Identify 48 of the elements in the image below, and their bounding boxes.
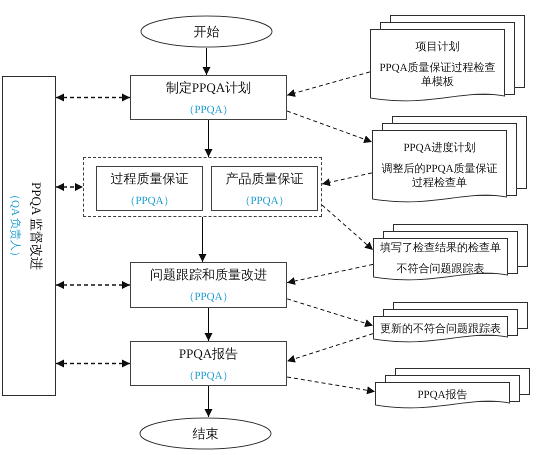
role-label: （PPQA） <box>183 368 234 382</box>
terminal-ellipse <box>140 15 273 48</box>
process-box <box>130 262 287 308</box>
arrow <box>56 281 130 289</box>
role-label: （PPQA） <box>124 194 175 208</box>
arrow <box>322 204 374 250</box>
role-label: （QA 负责人） <box>8 189 22 263</box>
step-label: 过程质量保证 <box>110 170 188 188</box>
arrow <box>202 48 210 76</box>
document-label: 不符合问题跟踪表 <box>396 262 484 277</box>
arrow <box>286 110 372 144</box>
arrow <box>286 71 370 97</box>
role-label: （PPQA） <box>183 290 234 304</box>
supervision-box <box>2 76 56 396</box>
document-label: PPQA进度计划 <box>403 140 476 156</box>
document-label: 调整后的PPQA质量保证过程检查单 <box>380 162 499 192</box>
arrow <box>56 183 83 191</box>
process-box <box>130 75 287 120</box>
arrow <box>204 120 212 158</box>
step-label: 产品质量保证 <box>226 170 304 188</box>
document-label: PPQA报告 <box>417 388 468 402</box>
role-label: （PPQA） <box>183 102 234 116</box>
arrow <box>56 94 130 102</box>
arrow <box>204 386 212 418</box>
arrow <box>56 360 130 368</box>
document-label: PPQA质量保证过程检查单模板 <box>378 60 497 90</box>
document-label: 项目计划 <box>416 40 460 55</box>
arrow <box>286 376 376 394</box>
arrow <box>198 216 206 262</box>
step-label: PPQA报告 <box>178 344 238 362</box>
dashed-group-box <box>83 157 322 217</box>
arrow <box>322 172 372 186</box>
step-label: 制定PPQA计划 <box>166 78 252 96</box>
arrow <box>286 333 374 363</box>
process-box <box>96 166 203 211</box>
process-box <box>211 166 318 211</box>
arrow <box>286 264 374 285</box>
document-label: 填写了检查结果的检查单 <box>380 241 501 256</box>
process-box <box>130 341 287 386</box>
arrow <box>204 308 212 342</box>
terminal-label: 开始 <box>194 22 220 40</box>
role-label: （PPQA） <box>239 194 290 208</box>
terminal-ellipse <box>139 417 272 450</box>
arrow <box>286 298 374 328</box>
terminal-label: 结束 <box>192 424 218 442</box>
step-label: 问题跟踪和质量改进 <box>150 266 267 284</box>
supervision-label: PPQA 监督改进 <box>28 182 45 270</box>
document-label: 更新的不符合问题跟踪表 <box>380 322 501 336</box>
